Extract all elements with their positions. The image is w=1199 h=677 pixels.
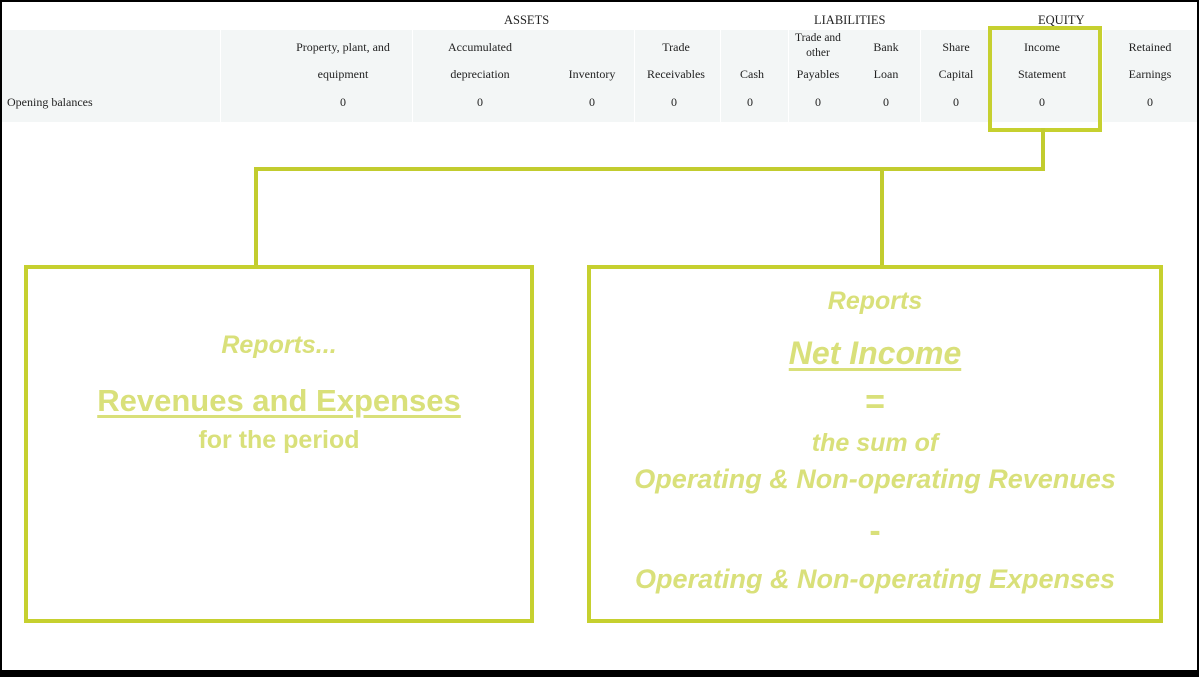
- column-divider: [634, 30, 635, 122]
- column-header-income-statement-line2: Statement: [1018, 67, 1066, 81]
- connector-line: [1041, 128, 1045, 170]
- column-divider: [920, 30, 921, 122]
- cell-value: 0: [747, 95, 753, 109]
- group-heading-equity: EQUITY: [1038, 13, 1085, 27]
- cell-value: 0: [953, 95, 959, 109]
- equals-sign: =: [865, 383, 885, 421]
- cell-value: 0: [883, 95, 889, 109]
- cell-value: 0: [815, 95, 821, 109]
- column-divider: [720, 30, 721, 122]
- minus-sign: -: [869, 512, 881, 550]
- table-header-background: [2, 30, 1197, 122]
- column-header-trade-payables-line1: Trade and other: [795, 32, 841, 59]
- column-header-accumulated-depreciation-line2: depreciation: [450, 67, 510, 81]
- group-heading-liabilities: LIABILITIES: [814, 13, 886, 27]
- cell-value: 0: [477, 95, 483, 109]
- column-divider: [788, 30, 789, 122]
- column-header-bank-loan-line2: Loan: [873, 67, 899, 81]
- row-label-opening-balances: Opening balances: [7, 95, 93, 109]
- column-header-share-capital-line2: Capital: [938, 67, 974, 81]
- right-reports-label: Reports: [827, 287, 923, 315]
- column-header-accumulated-depreciation-line1: Accumulated: [448, 40, 512, 54]
- net-income-box: Reports Net Income = the sum of Operatin…: [587, 265, 1163, 623]
- column-header-retained-earnings-line1: Retained: [1128, 40, 1172, 54]
- column-header-trade-payables-line2: Payables: [796, 67, 840, 81]
- column-header-trade-receivables-line1: Trade: [662, 40, 690, 54]
- sum-of-label: the sum of: [811, 429, 939, 457]
- column-divider: [1102, 30, 1103, 122]
- income-statement-highlight: [988, 26, 1102, 132]
- column-header-inventory: Inventory: [568, 67, 616, 81]
- group-heading-assets: ASSETS: [504, 13, 550, 27]
- column-header-ppe-line2: equipment: [317, 67, 369, 81]
- column-header-ppe-line1: Property, plant, and: [296, 40, 390, 54]
- revenues-expenses-box: Reports... Revenues and Expenses for the…: [24, 265, 534, 623]
- cell-value: 0: [589, 95, 595, 109]
- expenses-line: Operating & Non-operating Expenses: [634, 564, 1116, 594]
- cell-value: 0: [1147, 95, 1153, 109]
- connector-line: [254, 167, 1045, 171]
- column-header-retained-earnings-line2: Earnings: [1128, 67, 1172, 81]
- column-header-share-capital-line1: Share: [942, 40, 970, 54]
- connector-line: [880, 167, 884, 267]
- revenues-expenses-heading: Revenues and Expenses: [97, 383, 461, 418]
- net-income-heading: Net Income: [788, 335, 962, 371]
- cell-value: 0: [340, 95, 346, 109]
- revenues-line: Operating & Non-operating Revenues: [634, 464, 1116, 494]
- cell-value: 0: [1039, 95, 1045, 109]
- column-header-income-statement-line1: Income: [1024, 40, 1060, 54]
- column-header-trade-receivables-line2: Receivables: [647, 67, 705, 81]
- connector-line: [254, 167, 258, 267]
- column-divider: [412, 30, 413, 122]
- column-header-bank-loan-line1: Bank: [873, 40, 899, 54]
- column-header-cash: Cash: [740, 67, 764, 81]
- for-the-period-label: for the period: [198, 426, 360, 454]
- column-divider: [220, 30, 221, 122]
- left-reports-label: Reports...: [221, 331, 337, 359]
- cell-value: 0: [671, 95, 677, 109]
